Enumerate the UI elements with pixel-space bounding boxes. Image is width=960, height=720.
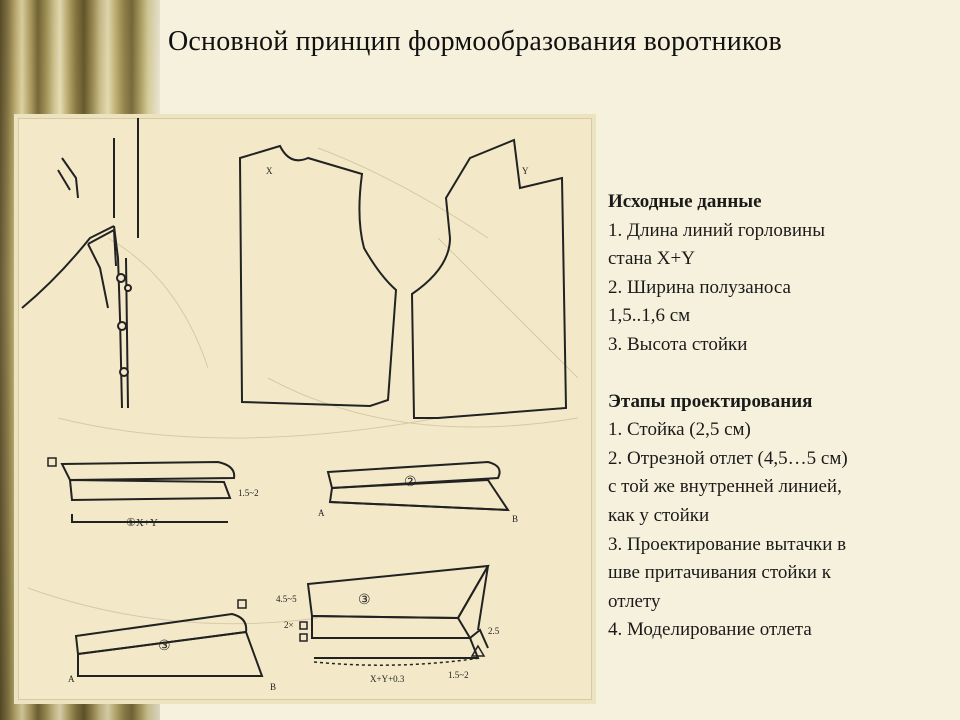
dim-label-25: 2.5 [488, 626, 500, 636]
label-x: X [266, 166, 273, 176]
label-y: Y [522, 166, 529, 176]
stage-item: 1. Стойка (2,5 см) [608, 419, 751, 441]
info-panel: Исходные данные 1. Длина линий горловины… [608, 188, 948, 645]
button-mark [116, 273, 126, 283]
notch-mark [237, 599, 247, 609]
stages-heading: Этапы проектирования [608, 390, 813, 412]
notch-mark [299, 633, 308, 642]
button-mark [117, 321, 127, 331]
stage-item: 2. Отрезной отлет (4,5…5 см) [608, 447, 848, 469]
stage-item: 3. Проектирование вытачки в [608, 533, 847, 555]
stage-item: как у стойки [608, 504, 710, 526]
circle-3-right: ③ [358, 593, 371, 608]
slide-title: Основной принцип формообразования воротн… [168, 26, 782, 57]
circle-2: ② [404, 475, 417, 490]
button-mark [119, 367, 129, 377]
label-a-2: A [68, 674, 75, 684]
dim-label-45: 4.5~5 [276, 594, 297, 604]
notch-mark [47, 457, 57, 467]
dim-label-1: 1.5~2 [238, 488, 259, 498]
stage-item: с той же внутренней линией, [608, 476, 842, 498]
pattern-drawing-svg: X Y 1.5~2 ①X+Y ② A B ③ A B [21, 118, 579, 692]
stage-item: шве притачивания стойки к [608, 562, 831, 584]
source-item: стана X+Y [608, 248, 695, 270]
source-item: 3. Высота стойки [608, 333, 748, 355]
label-b-2: B [270, 682, 276, 692]
source-item: 1. Длина линий горловины [608, 219, 825, 241]
button-mark [124, 284, 132, 292]
source-item: 1,5..1,6 см [608, 305, 691, 327]
dim-label-15b: 1.5~2 [448, 670, 469, 680]
dim-label-2x: 2× [284, 620, 294, 630]
circle-3-left: ③ [158, 639, 171, 654]
triangle-mark [470, 644, 486, 657]
dim-label-xy03: X+Y+0.3 [370, 674, 405, 684]
source-data-heading: Исходные данные [608, 191, 762, 212]
dim-label-xy: ①X+Y [126, 517, 158, 529]
notch-mark [299, 621, 308, 630]
stage-item: отлету [608, 590, 661, 612]
spacer [608, 360, 948, 388]
stage-item: 4. Моделирование отлета [608, 619, 812, 641]
label-b-1: B [512, 514, 518, 524]
source-item: 2. Ширина полузаноса [608, 276, 791, 298]
label-a-1: A [318, 508, 325, 518]
pattern-drawing: X Y 1.5~2 ①X+Y ② A B ③ A B [14, 114, 596, 704]
